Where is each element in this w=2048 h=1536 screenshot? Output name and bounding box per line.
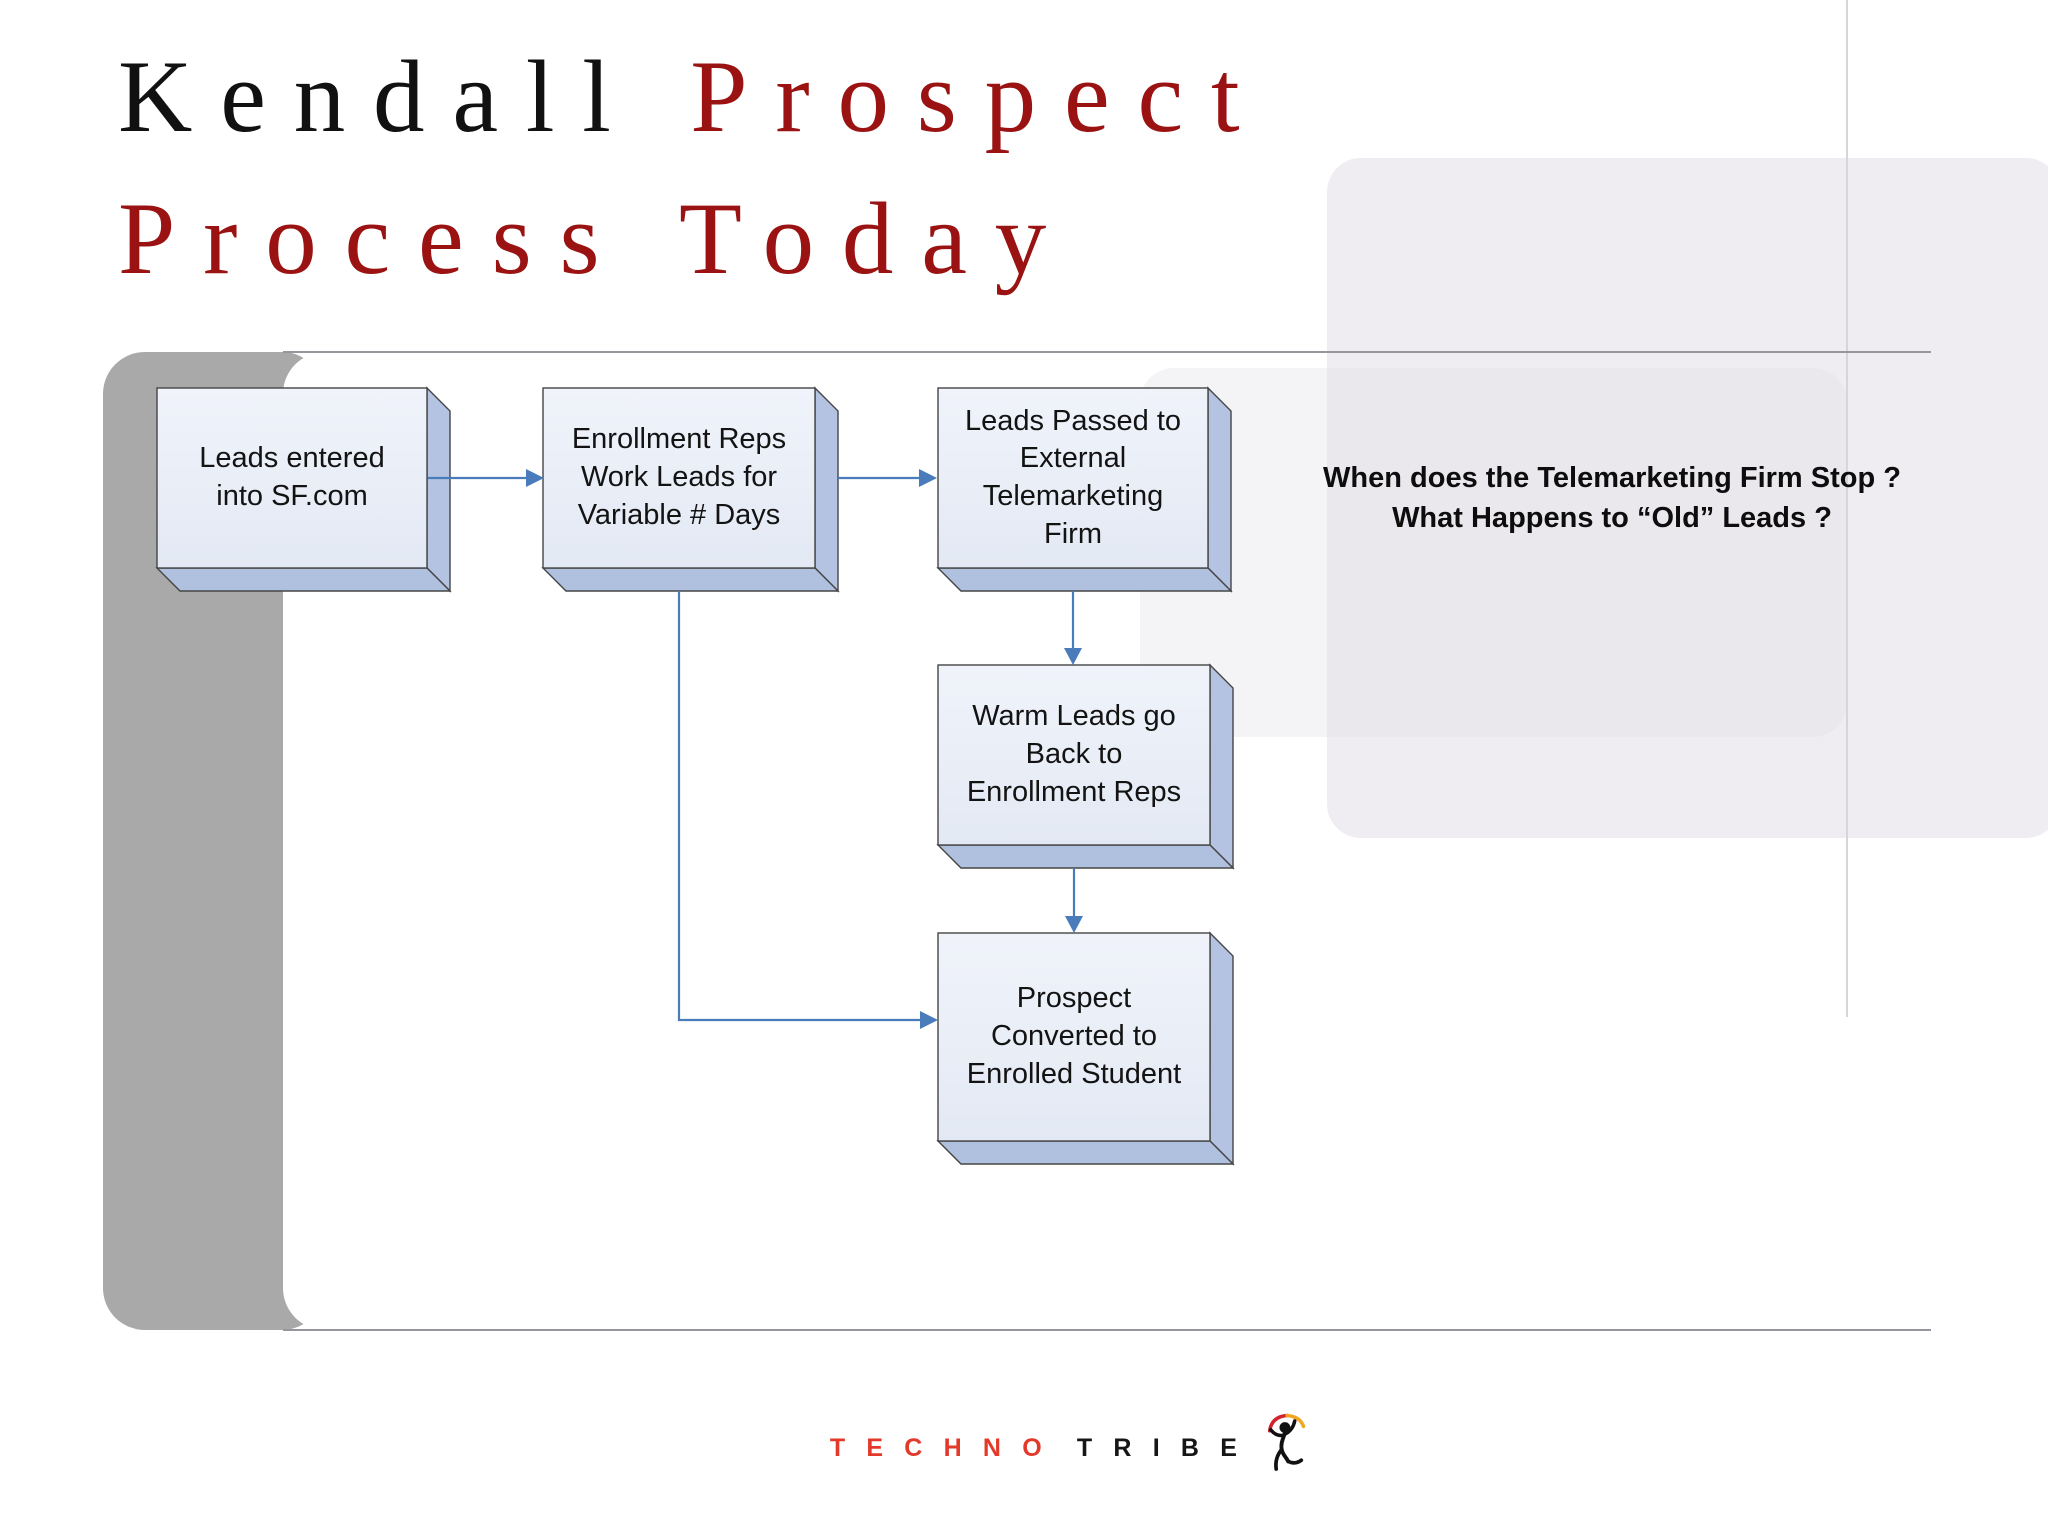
flow-box-label-prospect-converted: Prospect Converted to Enrolled Student: [966, 982, 1182, 1090]
flow-boxes: [155, 386, 1235, 1166]
flow-box-label-leads-passed: Leads Passed to External Telemarketing F…: [964, 404, 1182, 550]
annotation-question: When does the Telemarketing Firm Stop ? …: [1302, 458, 1922, 538]
flow-box-label-enrollment-reps: Enrollment Reps Work Leads for Variable …: [571, 423, 787, 531]
slide-title-line2: Process Today: [118, 182, 1075, 297]
dancing-figure-icon: [1268, 1413, 1306, 1471]
flow-box-prospect-converted: [936, 931, 1235, 1166]
arrow-box3-to-box4: [1064, 591, 1082, 665]
annotation-line2: What Happens to “Old” Leads ?: [1392, 502, 1832, 535]
arrow-box1-to-box2: [428, 469, 544, 487]
flow-box-label-leads-entered: Leads entered into SF.com: [199, 442, 385, 512]
annotation-line1: When does the Telemarketing Firm Stop ?: [1323, 462, 1901, 494]
logo-word-techno: TECHNO: [829, 1433, 1063, 1462]
slide-title: Kendall Prospect Process Today: [118, 26, 1267, 310]
decor-rounded-rect-outer: [1327, 158, 2048, 838]
flow-box-enrollment-reps: [541, 386, 840, 593]
slide-title-line1: Kendall Prospect: [118, 26, 1267, 168]
flow-arrows: [428, 469, 1083, 1029]
title-word-kendall: Kendall: [118, 40, 639, 154]
flow-box-leads-entered: [155, 386, 452, 593]
content-top-border: [283, 351, 1931, 353]
technotribe-logo: TECHNO TRIBE: [760, 1408, 1380, 1488]
vertical-divider-line: [1846, 0, 1848, 1017]
flow-box-label-warm-leads: Warm Leads go Back to Enrollment Reps: [966, 700, 1182, 808]
flow-box-leads-passed: [936, 386, 1233, 593]
arrow-box2-to-box3: [838, 469, 937, 487]
title-word-prospect: Prospect: [690, 40, 1268, 154]
logo-word-tribe: TRIBE: [1076, 1433, 1259, 1462]
flow-box-warm-leads: [936, 663, 1235, 870]
content-bottom-border: [283, 1329, 1931, 1331]
arrow-box2-to-box5: [677, 591, 938, 1029]
arrow-box4-to-box5: [1065, 868, 1083, 933]
